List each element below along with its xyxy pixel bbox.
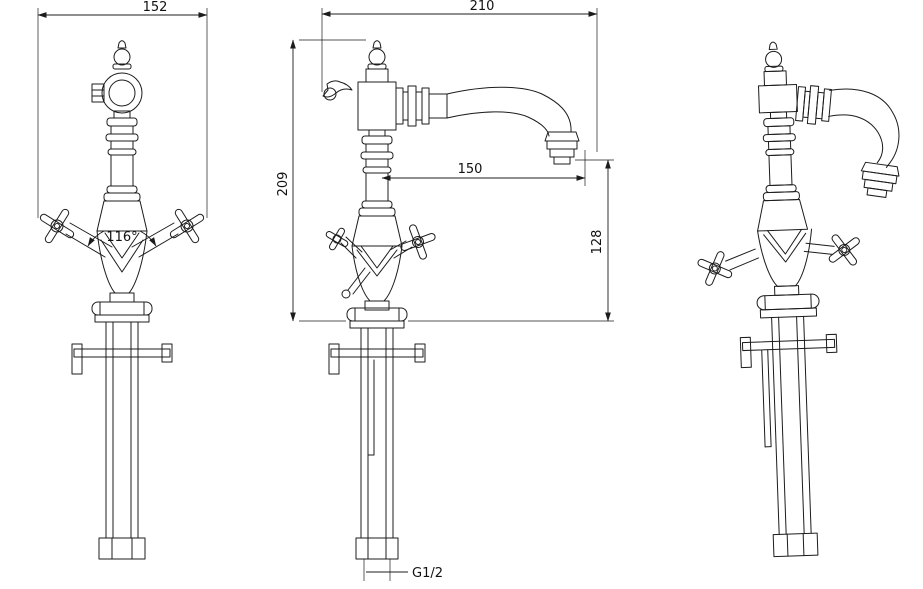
front-view	[39, 40, 205, 560]
front-body	[91, 230, 153, 323]
dimension-front-width: 152	[37, 0, 208, 218]
dimension-top-length: 210	[321, 0, 598, 152]
side-column	[351, 129, 403, 247]
side-shank	[360, 327, 394, 539]
side-mounting-bracket	[328, 343, 426, 375]
perspective-right-handle	[803, 234, 860, 266]
perspective-column	[757, 111, 809, 232]
side-view	[322, 40, 580, 560]
front-bottom-nut	[98, 537, 146, 560]
perspective-body	[756, 228, 820, 319]
dimension-spout-reach: 150	[381, 150, 586, 186]
side-popup-rod	[367, 359, 375, 456]
perspective-spout	[795, 85, 900, 198]
front-finial	[112, 40, 132, 70]
front-left-handle-cross	[39, 208, 75, 244]
perspective-popup-rod	[761, 349, 772, 448]
perspective-bottom-nut	[772, 532, 819, 558]
perspective-view	[697, 41, 900, 558]
dimension-thread-label: G1/2	[412, 566, 443, 581]
front-right-handle	[131, 208, 205, 258]
perspective-left-handle	[697, 248, 760, 286]
front-mounting-bracket	[71, 343, 173, 375]
front-spout-loop	[91, 72, 143, 114]
front-column	[96, 110, 148, 232]
dimension-spout-height-label: 128	[590, 230, 605, 255]
front-shank	[105, 321, 139, 539]
dimension-handle-angle: 116°	[87, 230, 157, 247]
side-body	[341, 245, 408, 329]
perspective-mounting-bracket	[739, 333, 838, 369]
dimension-thread: G1/2	[363, 559, 443, 581]
front-right-handle-cross	[169, 208, 205, 244]
dimension-top-length-label: 210	[470, 0, 495, 14]
dimension-spout-reach-label: 150	[458, 162, 483, 177]
dimension-total-height: 209	[276, 39, 366, 322]
side-main-handle	[389, 224, 436, 260]
front-left-handle	[39, 208, 113, 258]
dimension-handle-angle-label: 116°	[106, 230, 137, 245]
dimension-front-width-label: 152	[143, 0, 168, 15]
perspective-finial	[758, 41, 798, 114]
dimension-total-height-label: 209	[276, 172, 291, 197]
side-finial	[365, 40, 389, 83]
side-spout	[322, 80, 580, 165]
side-bottom-nut	[355, 537, 399, 560]
dimension-spout-height: 128	[408, 159, 614, 322]
perspective-shank	[771, 315, 812, 535]
